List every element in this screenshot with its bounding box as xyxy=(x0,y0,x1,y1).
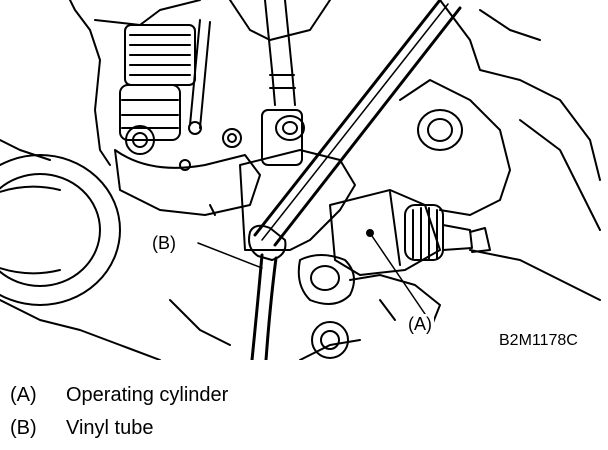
transmission-housing xyxy=(0,0,601,360)
callout-label-b: (B) xyxy=(150,233,178,253)
mount-bolt xyxy=(417,109,463,151)
figure-id: B2M1178C xyxy=(499,332,578,349)
callout-b-leader xyxy=(197,242,263,269)
left-round-component xyxy=(0,154,121,306)
legend-text: Vinyl tube xyxy=(66,417,154,439)
lower-bracket xyxy=(311,274,441,359)
legend-item-a: (A) Operating cylinder xyxy=(10,383,228,407)
legend-key: (B) xyxy=(10,417,37,439)
cylinder-mount-block xyxy=(239,149,356,305)
release-rod xyxy=(188,19,211,135)
legend-text: Operating cylinder xyxy=(66,384,229,406)
legend-key: (A) xyxy=(10,384,37,406)
bracket-plate xyxy=(114,128,261,216)
legend-item-b: (B) Vinyl tube xyxy=(10,416,153,440)
callout-a-leader xyxy=(371,235,426,315)
operating-cylinder xyxy=(329,189,491,276)
bleeder-fitting xyxy=(261,109,305,166)
vinyl-tube xyxy=(250,253,278,360)
wrench xyxy=(248,0,462,261)
clutch-pipe xyxy=(264,0,296,106)
spring-assembly xyxy=(119,24,196,155)
callout-label-a: (A) xyxy=(406,314,434,334)
clutch-operating-cylinder-illustration xyxy=(0,0,601,360)
